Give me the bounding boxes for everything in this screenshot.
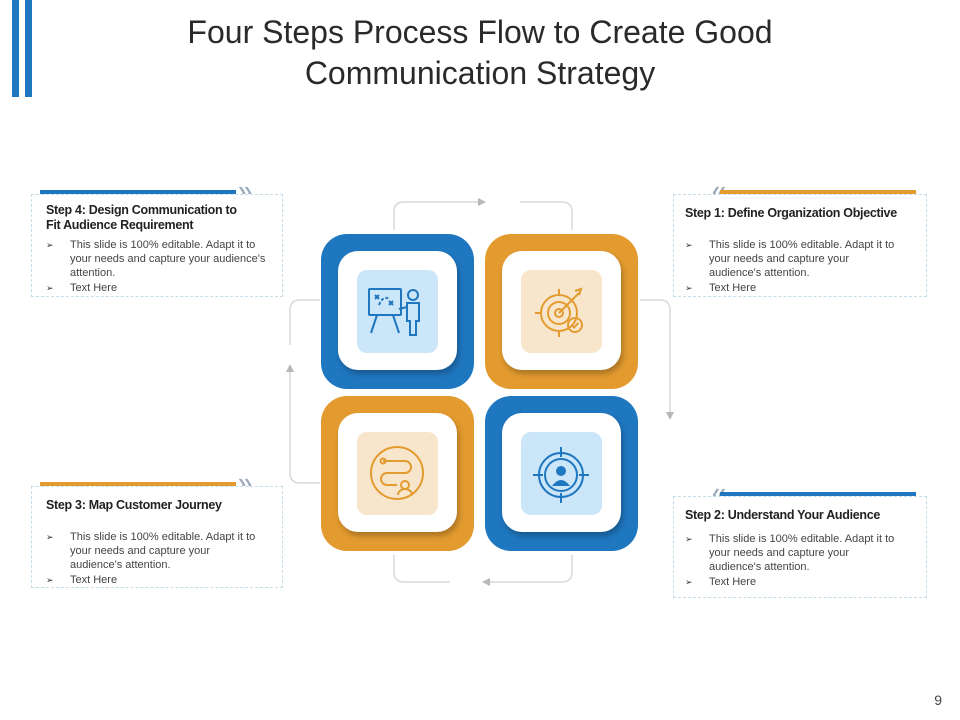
step-2-bullets: This slide is 100% editable. Adapt it to… <box>685 532 901 589</box>
title-line-1: Four Steps Process Flow to Create Good <box>187 14 773 50</box>
page-number: 9 <box>934 692 942 708</box>
step-2-box: Step 2: Understand Your Audience This sl… <box>673 496 927 598</box>
step-4-box: Step 4: Design Communication to Fit Audi… <box>31 194 283 297</box>
step-4-bar <box>40 190 236 196</box>
list-item: This slide is 100% editable. Adapt it to… <box>46 530 262 572</box>
step-1-bullets: This slide is 100% editable. Adapt it to… <box>685 238 901 295</box>
list-item: Text Here <box>46 573 262 587</box>
step-3-bar <box>40 482 236 488</box>
list-item: This slide is 100% editable. Adapt it to… <box>685 238 901 280</box>
tile-step-3 <box>321 396 474 551</box>
accent-bar-right <box>25 0 32 97</box>
list-item: This slide is 100% editable. Adapt it to… <box>685 532 901 574</box>
step-2-title: Step 2: Understand Your Audience <box>685 508 881 522</box>
list-item: Text Here <box>685 575 901 589</box>
arrowhead-top <box>478 198 486 206</box>
step-2-bar <box>720 492 916 498</box>
arrow-top-left <box>393 201 478 230</box>
tile-step-4 <box>321 234 474 389</box>
accent-bar-left <box>12 0 19 97</box>
title-line-2: Communication Strategy <box>304 55 656 91</box>
step-4-title: Step 4: Design Communication to Fit Audi… <box>46 203 237 232</box>
target-arrow-icon <box>535 287 583 337</box>
page-title: Four Steps Process Flow to Create Good C… <box>130 12 830 94</box>
step-1-title: Step 1: Define Organization Objective <box>685 206 897 220</box>
arrowhead-left <box>286 364 294 372</box>
list-item: Text Here <box>46 281 266 295</box>
step-4-bullets: This slide is 100% editable. Adapt it to… <box>46 238 266 295</box>
step-1-bar <box>720 190 916 196</box>
list-item: This slide is 100% editable. Adapt it to… <box>46 238 266 280</box>
presentation-board-icon <box>368 288 420 336</box>
customer-journey-icon <box>370 446 424 500</box>
list-item: Text Here <box>685 281 901 295</box>
tile-step-2 <box>485 396 638 551</box>
arrowhead-bottom <box>482 578 490 586</box>
step-3-box: Step 3: Map Customer Journey This slide … <box>31 486 283 588</box>
step-3-title: Step 3: Map Customer Journey <box>46 498 222 512</box>
arrowhead-right <box>666 412 674 420</box>
step-1-box: Step 1: Define Organization Objective Th… <box>673 194 927 297</box>
tile-step-1 <box>485 234 638 389</box>
audience-target-icon <box>533 447 589 503</box>
step-3-bullets: This slide is 100% editable. Adapt it to… <box>46 530 262 587</box>
